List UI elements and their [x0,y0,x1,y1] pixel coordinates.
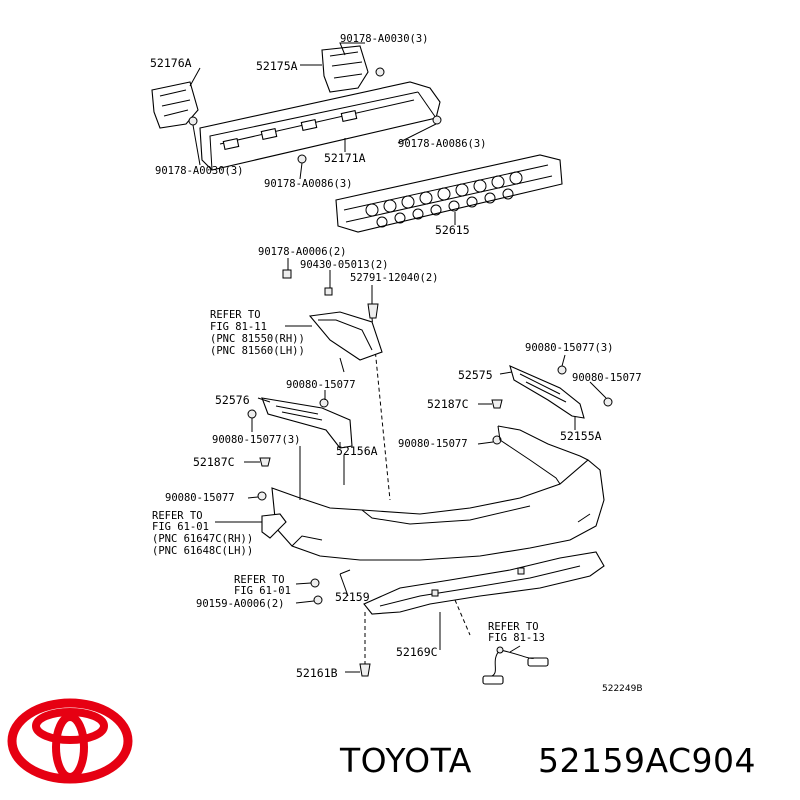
label-90080-15077-left-top: 90080-15077 [286,379,356,391]
energy-absorber-52615 [335,154,563,233]
label-52169C: 52169C [396,645,438,659]
clip-52187C [259,399,503,467]
label-52159: 52159 [335,590,370,604]
label-90080-15077-3-left: 90080-15077(3) [212,434,301,446]
label-90178-A0030-left: 90178-A0030(3) [155,165,244,177]
label-90159-A0006: 90159-A0006(2) [196,598,285,610]
bumper-cover-52159 [271,425,605,561]
label-52155A: 52155A [560,429,602,443]
ref-81-11-line4: (PNC 81560(LH)) [210,345,305,357]
clip-52161B [359,663,371,677]
label-90080-15077-3-top: 90080-15077(3) [525,342,614,354]
label-52576: 52576 [215,393,250,407]
toyota-logo [7,698,133,784]
sensor-wiring-ref [482,646,549,685]
label-52175A: 52175A [256,59,298,73]
ref-81-13-line1: REFER TO [488,621,539,633]
label-90178-A0086-mid: 90178-A0086(3) [264,178,353,190]
retainer-52576 [261,397,353,449]
tail-lamp-ref [308,311,383,373]
label-52791-12040: 52791-12040(2) [350,272,439,284]
label-52156A: 52156A [336,444,378,458]
label-90080-15077-right: 90080-15077 [572,372,642,384]
label-52161B: 52161B [296,666,338,680]
ref-81-11-line1: REFER TO [210,309,261,321]
label-52187C-right: 52187C [427,397,469,411]
bracket-52175A [321,45,369,93]
ref-61-01b-line2: FIG 61-01 [234,585,291,597]
label-90178-A0006: 90178-A0006(2) [258,246,347,258]
brand-name: TOYOTA [339,741,472,780]
fastener-icon [282,269,379,319]
label-90430-05013: 90430-05013(2) [300,259,389,271]
label-52187C-left: 52187C [193,455,235,469]
label-90178-A0086-right: 90178-A0086(3) [398,138,487,150]
callout-labels: 52176A 52175A 90178-A0030(3) 90178-A0030… [150,33,643,694]
diagram-ref-code: 522249B [602,684,643,694]
ref-81-11-line2: FIG 81-11 [210,321,267,333]
ref-81-11-line3: (PNC 81550(RH)) [210,333,305,345]
label-90080-15077-left-low: 90080-15077 [165,492,235,504]
ref-61-01b-line1: REFER TO [234,574,285,586]
ref-61-01a-line4: (PNC 61648C(LH)) [152,545,253,557]
reflector-ref [261,513,287,539]
part-number: 52159AC904 [538,741,756,780]
label-52575: 52575 [458,368,493,382]
reinforcement-beam-52171A [199,81,441,171]
ref-81-13-line2: FIG 81-13 [488,632,545,644]
label-52176A: 52176A [150,56,192,70]
label-52615: 52615 [435,223,470,237]
bracket-52176A [151,67,201,129]
label-90178-A0030-top: 90178-A0030(3) [340,33,429,45]
ref-61-01a-line3: (PNC 61647C(RH)) [152,533,253,545]
lower-cover-52169C [363,551,605,615]
retainer-52575 [509,365,585,419]
ref-61-01a-line2: FIG 61-01 [152,521,209,533]
ref-61-01a-line1: REFER TO [152,510,203,522]
label-90080-15077-mid: 90080-15077 [398,438,468,450]
label-52171A: 52171A [324,151,366,165]
